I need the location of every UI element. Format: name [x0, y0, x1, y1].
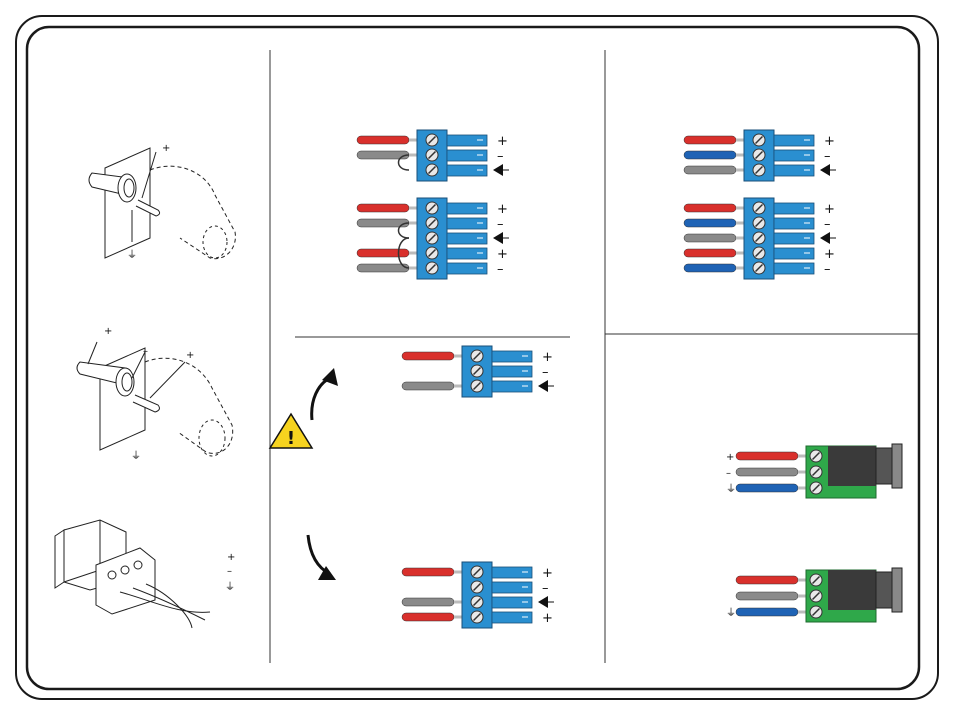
terminal-block-right-top-3pin: +–	[684, 130, 836, 181]
ground-arrow-icon	[538, 380, 548, 392]
ground-arrow-icon	[820, 232, 830, 244]
wire	[684, 151, 736, 159]
green-adapter-adapter-bottom: ⏚	[726, 568, 902, 622]
adapter-mark: ⏚	[726, 607, 736, 619]
wire	[357, 204, 409, 212]
wire	[684, 264, 736, 272]
pin-mark: +	[824, 247, 835, 262]
arrow-down-icon	[308, 535, 336, 580]
connector-blocks-layer: +–+–+–+–+–+–+–+–++–⏚⏚	[357, 130, 902, 628]
pin-mark: +	[824, 202, 835, 217]
ground-arrow-icon	[820, 164, 830, 176]
wire	[402, 613, 454, 621]
pin-mark: –	[824, 262, 831, 277]
wire	[357, 136, 409, 144]
block-plus-label: +	[227, 552, 235, 563]
ground-arrow-icon	[538, 596, 548, 608]
bnc-tip	[892, 444, 902, 488]
wire	[736, 592, 798, 600]
block-minus-label: –	[227, 566, 232, 577]
wire	[736, 452, 798, 460]
green-adapter-adapter-top: + – ⏚	[726, 444, 902, 498]
wire	[357, 264, 409, 272]
block-ground-icon: ⏚	[225, 581, 235, 593]
pin-mark: +	[824, 134, 835, 149]
pin-mark: –	[824, 217, 831, 232]
pin-mark: –	[542, 581, 549, 596]
pin-mark: –	[497, 149, 504, 164]
wire	[684, 136, 736, 144]
wire	[402, 568, 454, 576]
warning-icon: !	[270, 414, 312, 449]
pin-mark: –	[497, 217, 504, 232]
wire	[402, 352, 454, 360]
ground-arrow-icon	[493, 164, 503, 176]
arrow-up-icon	[312, 368, 338, 420]
balanced-ground-icon: ⏚	[131, 450, 141, 462]
pin-mark: –	[542, 365, 549, 380]
pin-mark: –	[824, 149, 831, 164]
adapter-housing	[828, 446, 876, 486]
block-adapter-diagram	[55, 520, 210, 628]
balanced-plus-left-label: +	[104, 326, 112, 337]
bnc-connector	[876, 448, 892, 484]
balanced-plus-right-label: +	[186, 350, 194, 361]
ground-arrow-icon	[493, 232, 503, 244]
terminal-block-right-5pin: +–+–	[684, 198, 836, 279]
warning-symbol: !	[287, 428, 295, 449]
terminal-block-center-5pin: +–+–	[357, 198, 509, 279]
wire	[736, 608, 798, 616]
adapter-mark: +	[726, 452, 734, 463]
terminal-block-warning-4pin: +–+	[402, 562, 554, 628]
wire	[736, 576, 798, 584]
pin-mark: +	[542, 566, 553, 581]
mono-plus-label: +	[162, 143, 170, 154]
terminal-block-center-top-3pin: +–	[357, 130, 509, 181]
mono-ground-icon: ⏚	[127, 249, 137, 261]
adapter-mark: –	[726, 468, 731, 479]
wire	[402, 598, 454, 606]
pin-mark: +	[542, 350, 553, 365]
wire	[684, 166, 736, 174]
mono-jack-diagram	[89, 148, 235, 259]
balanced-minus-label: –	[143, 346, 148, 357]
bnc-tip	[892, 568, 902, 612]
balanced-jack-diagram	[77, 342, 233, 456]
wire	[736, 484, 798, 492]
adapter-mark: ⏚	[726, 483, 736, 495]
pin-mark: +	[497, 247, 508, 262]
pin-mark: –	[497, 262, 504, 277]
wire	[684, 219, 736, 227]
wire	[357, 249, 409, 257]
pin-mark: +	[497, 134, 508, 149]
pin-mark: +	[542, 611, 553, 626]
wire	[684, 204, 736, 212]
adapter-housing	[828, 570, 876, 610]
bnc-connector	[876, 572, 892, 608]
terminal-block-warning-3pin: +–	[402, 346, 554, 397]
wire	[684, 234, 736, 242]
wire	[402, 382, 454, 390]
wire	[736, 468, 798, 476]
wire	[684, 249, 736, 257]
pin-mark: +	[497, 202, 508, 217]
